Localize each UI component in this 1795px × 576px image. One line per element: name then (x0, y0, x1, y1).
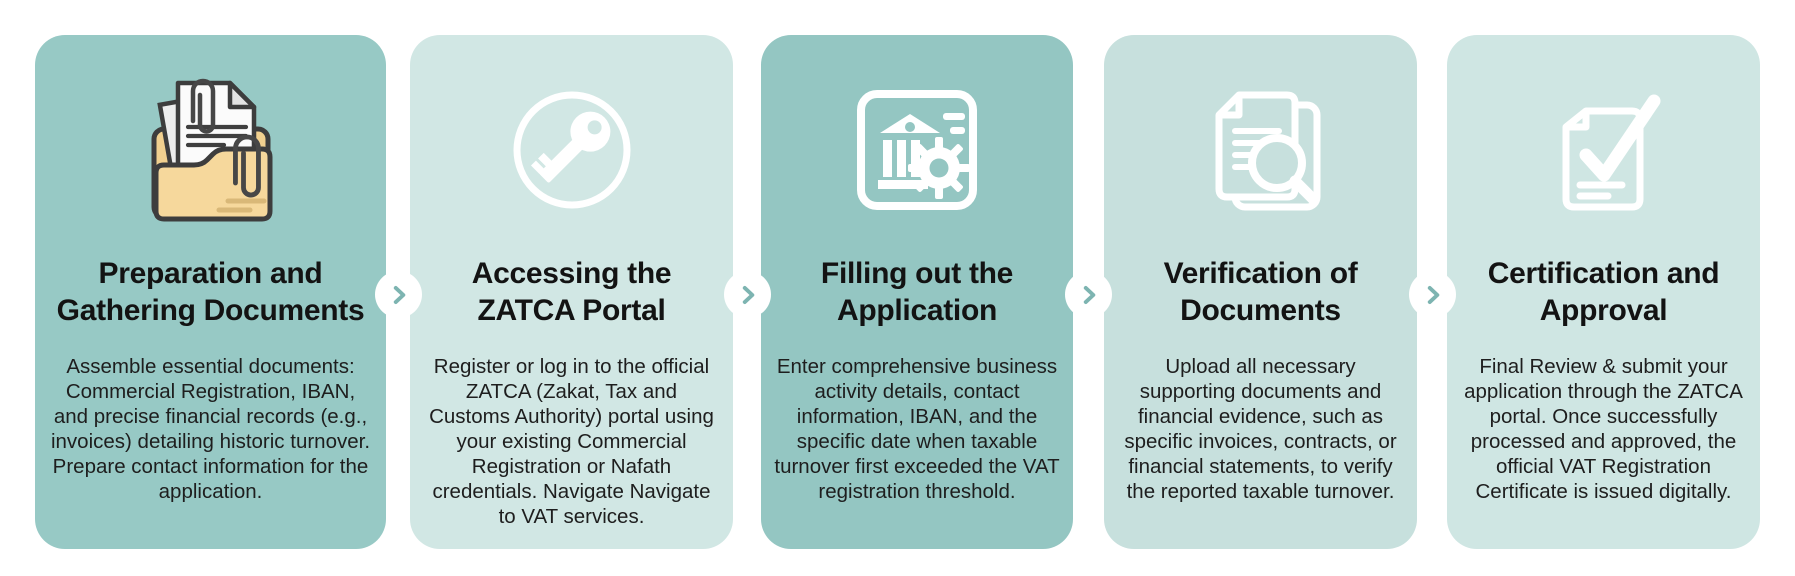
folder-documents-icon (151, 78, 272, 222)
card-title: Certification and Approval (1460, 255, 1747, 329)
chevron-right-icon (742, 285, 754, 304)
chevron-right-icon (1083, 285, 1095, 304)
card-description: Enter comprehensive business activity de… (774, 354, 1060, 503)
card-title: Preparation and Gathering Documents (48, 255, 373, 329)
card-title-line: Application (836, 294, 998, 327)
step-connector (1065, 271, 1112, 318)
card-title: Accessing the ZATCA Portal (423, 255, 720, 329)
card-icon-area (423, 61, 720, 239)
card-title-line: Preparation and (98, 257, 323, 290)
chevron-right-icon (393, 285, 405, 304)
card-icon-area (1117, 61, 1404, 239)
card-title: Verification of Documents (1117, 255, 1404, 329)
card-step-verification: Verification of Documents Upload all nec… (1104, 35, 1417, 549)
bank-gear-icon (857, 90, 977, 210)
card-icon-area (1460, 61, 1747, 239)
card-title-line: Documents (1180, 294, 1341, 327)
step-connector (1409, 271, 1456, 318)
card-icon-area (48, 61, 373, 239)
card-title-line: Filling out the (820, 257, 1014, 290)
card-description: Register or log in to the official ZATCA… (429, 354, 714, 528)
card-title-line: Certification and (1487, 257, 1720, 290)
card-step-portal-access: Accessing the ZATCA Portal Register or l… (410, 35, 733, 549)
card-icon-area (774, 61, 1060, 239)
card-description: Upload all necessary supporting document… (1124, 354, 1397, 503)
card-title-line: Gathering Documents (56, 294, 365, 327)
document-check-icon (1562, 94, 1660, 211)
key-icon (513, 91, 630, 209)
chevron-right-icon (1427, 285, 1439, 304)
card-title: Filling out the Application (774, 255, 1060, 329)
step-connector (724, 271, 771, 318)
card-description: Final Review & submit your application t… (1464, 354, 1743, 503)
step-connector (375, 271, 422, 318)
card-title-line: Accessing the (471, 257, 672, 290)
card-step-preparation: Preparation and Gathering Documents Asse… (35, 35, 386, 549)
card-step-certification: Certification and Approval Final Review … (1447, 35, 1760, 549)
card-step-application: Filling out the Application Enter compre… (761, 35, 1073, 549)
card-title-line: Approval (1539, 294, 1668, 327)
card-description: Assemble essential documents: Commercial… (50, 354, 371, 503)
card-title-line: ZATCA Portal (477, 294, 666, 327)
document-search-icon (1215, 91, 1320, 211)
card-title-line: Verification of (1163, 257, 1358, 290)
